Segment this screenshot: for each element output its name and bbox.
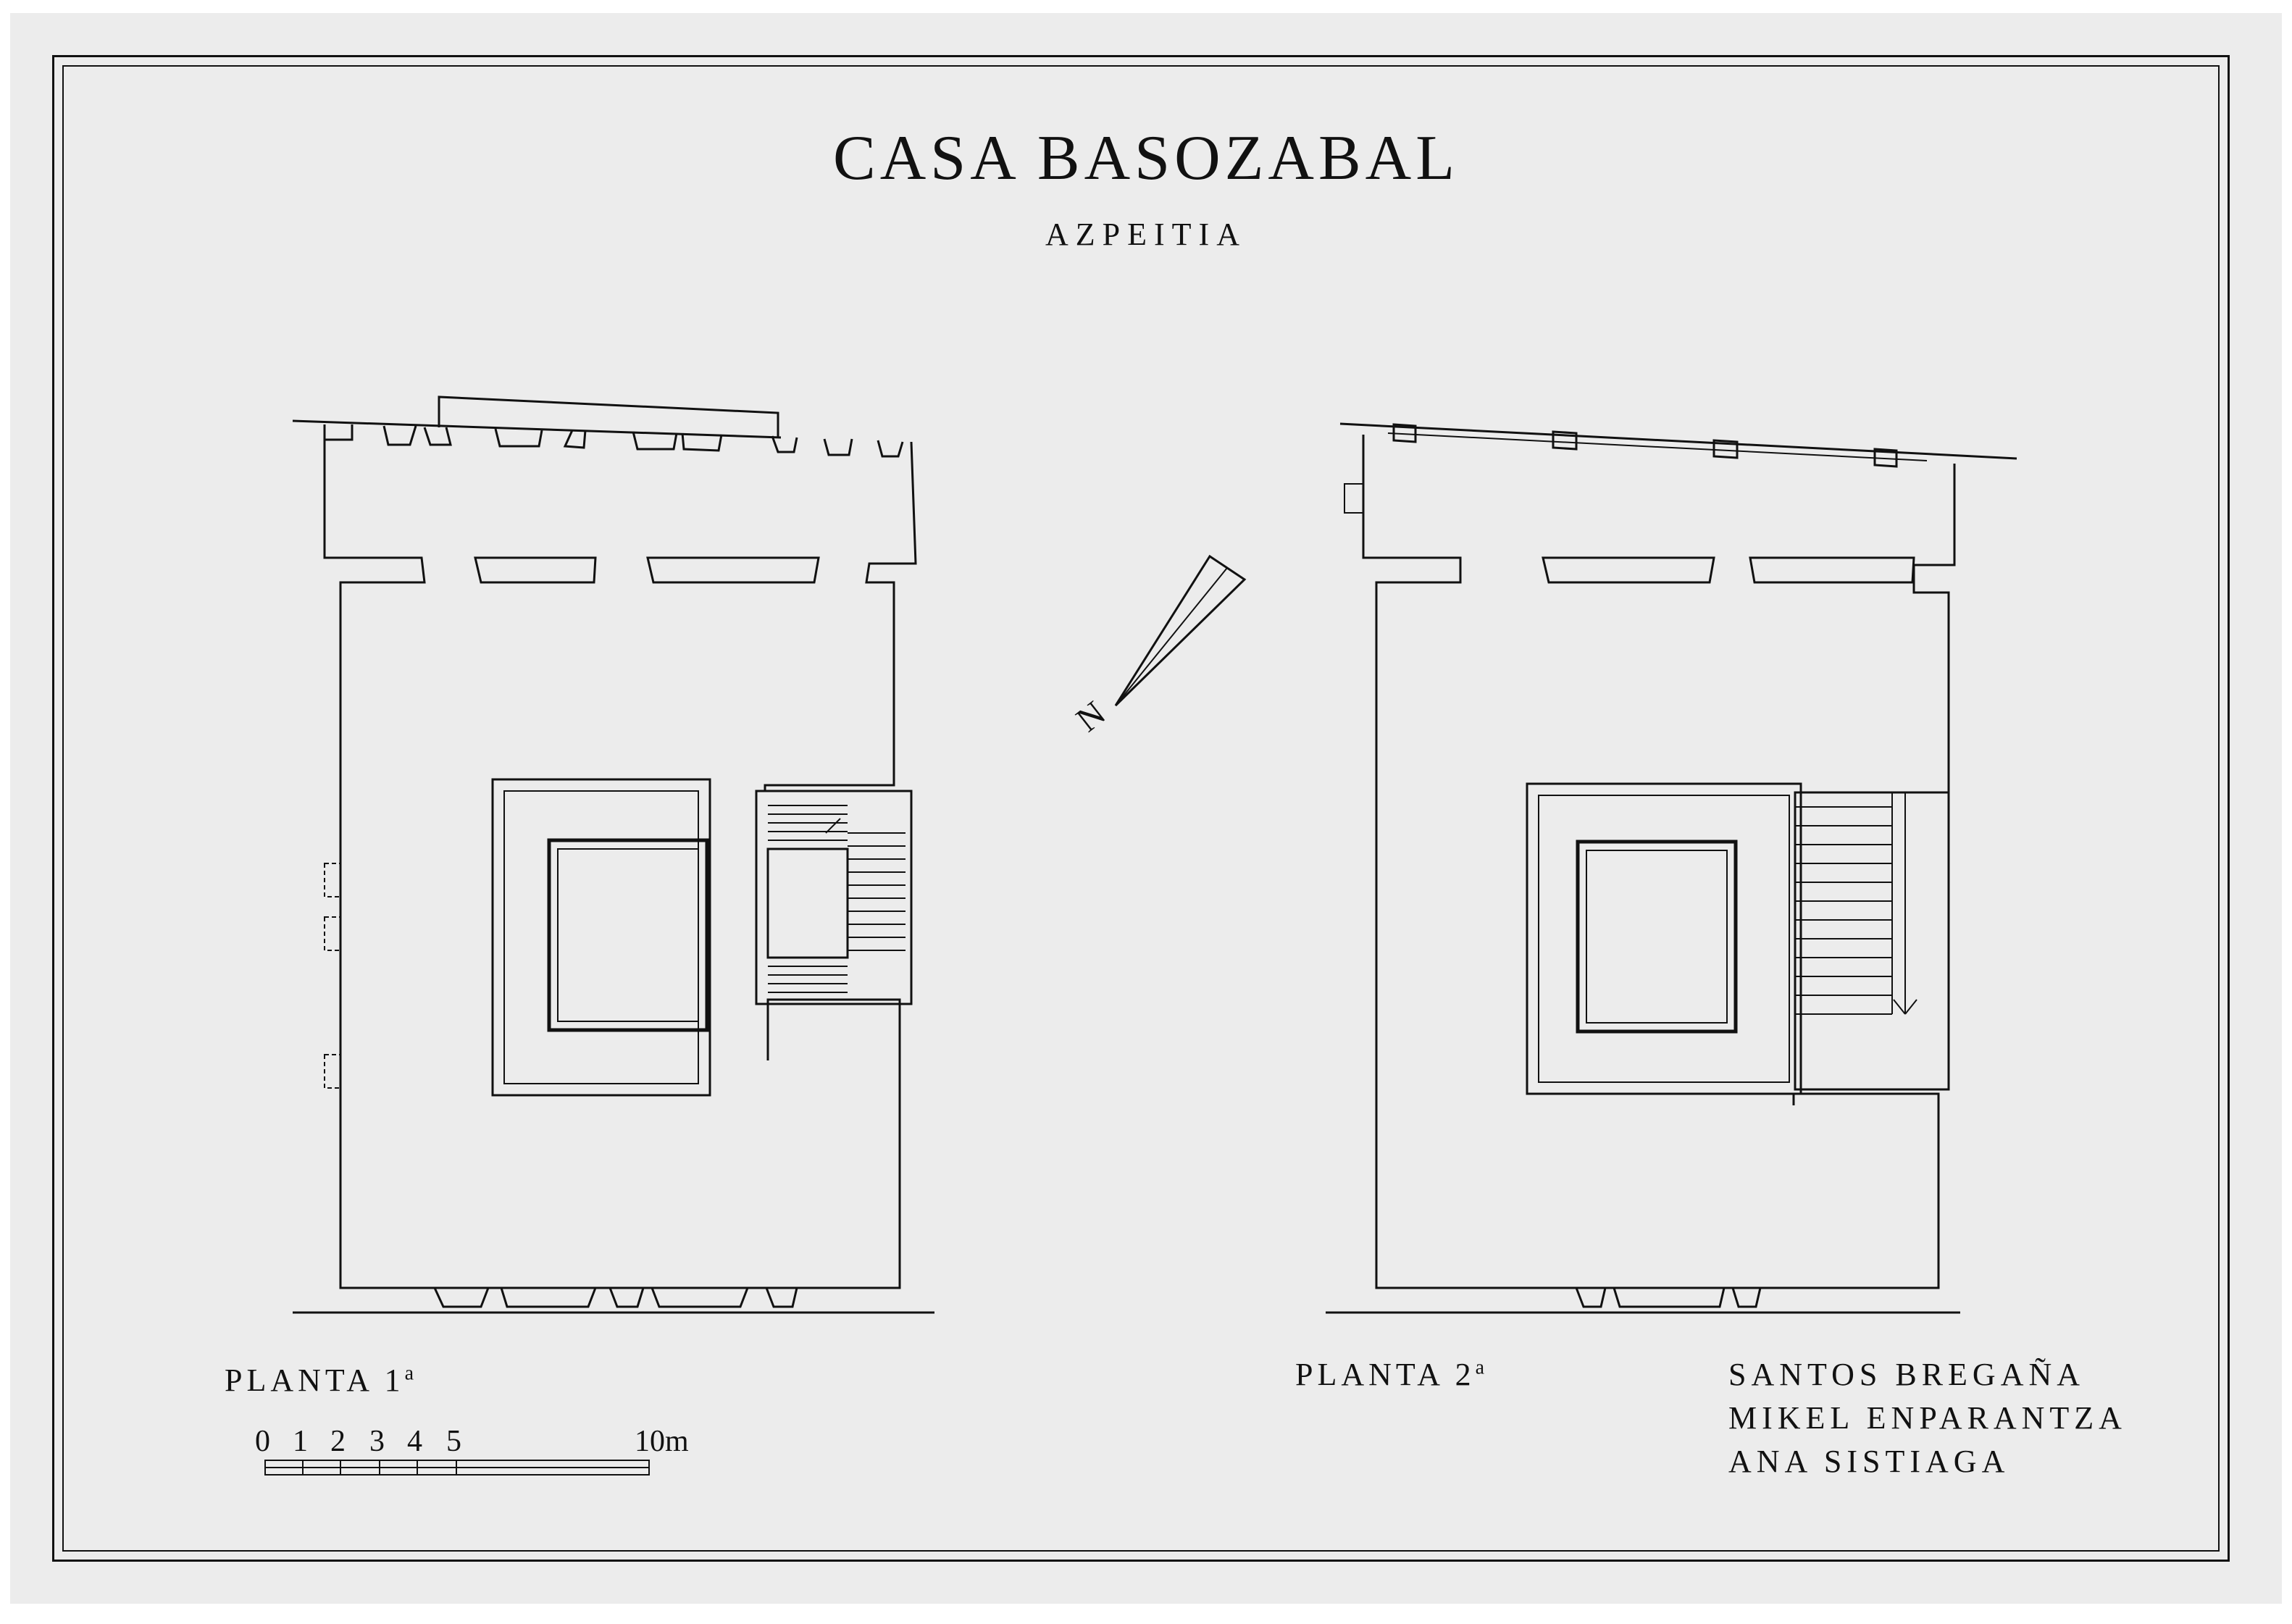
north-arrow-icon (1114, 554, 1247, 707)
courtyard-gallery-1 (503, 790, 699, 1084)
sheet-frame-inner (62, 65, 2220, 1552)
stair-enclosure-2 (1794, 791, 1950, 1091)
street-line-2b (1387, 432, 1928, 461)
street-line-2 (1339, 422, 2017, 460)
scale-tick-3: 3 (369, 1425, 385, 1458)
light-well-1 (547, 838, 709, 1032)
scale-tick-0: 0 (255, 1425, 270, 1458)
right-wall-1 (764, 441, 917, 791)
balcony-outline (438, 395, 779, 438)
credit-name: MIKEL ENPARANTZA (1728, 1400, 2127, 1436)
plan-second-floor (1326, 422, 2017, 1314)
light-well-inner-1 (557, 848, 699, 1022)
stair-treads-1 (768, 805, 905, 993)
inner-front-openings-1 (474, 556, 820, 584)
drawing-sheet (10, 13, 2282, 1604)
drawing-title: CASA BASOZABAL (833, 123, 1459, 193)
street-line-1 (292, 419, 782, 439)
drawing-subtitle: AZPEITIA (1045, 217, 1247, 252)
scale-tick-5: 5 (446, 1425, 461, 1458)
stair-treads-2 (1795, 792, 1917, 1015)
plan-label-second-floor: PLANTA 2a (1295, 1356, 1485, 1392)
rear-openings-1 (433, 1287, 798, 1308)
right-wall-2 (1799, 464, 1956, 794)
side-chimney-2 (1344, 483, 1364, 514)
left-windows-1 (324, 863, 341, 1089)
main-outline-2 (1362, 435, 1940, 1289)
stair-landing-1 (766, 847, 849, 959)
inner-front-openings-2 (1542, 556, 1915, 584)
courtyard-gallery-2 (1538, 795, 1790, 1083)
credit-name: SANTOS BREGAÑA (1728, 1357, 2086, 1392)
plan-first-floor (292, 395, 934, 1314)
stair-enclosure-1 (755, 790, 913, 1005)
scale-tick-4: 4 (407, 1425, 422, 1458)
scale-tick-1: 1 (293, 1425, 308, 1458)
rear-openings-2 (1575, 1287, 1762, 1308)
plan-label-first-floor: PLANTA 1a (225, 1362, 414, 1398)
sheet-frame-outer (52, 55, 2230, 1562)
scale-bar-graphic (264, 1460, 650, 1476)
scale-tick-2: 2 (330, 1425, 346, 1458)
facade-piers-2 (1392, 423, 1898, 468)
light-well-2 (1576, 840, 1738, 1034)
light-well-inner-2 (1586, 850, 1728, 1024)
scale-end-label: 10m (635, 1425, 689, 1458)
main-outline-1 (323, 440, 901, 1289)
courtyard-outer-wall-1 (491, 778, 711, 1097)
courtyard-outer-wall-2 (1526, 782, 1802, 1095)
facade-piers (323, 424, 904, 458)
credit-name: ANA SISTIAGA (1728, 1444, 2010, 1479)
